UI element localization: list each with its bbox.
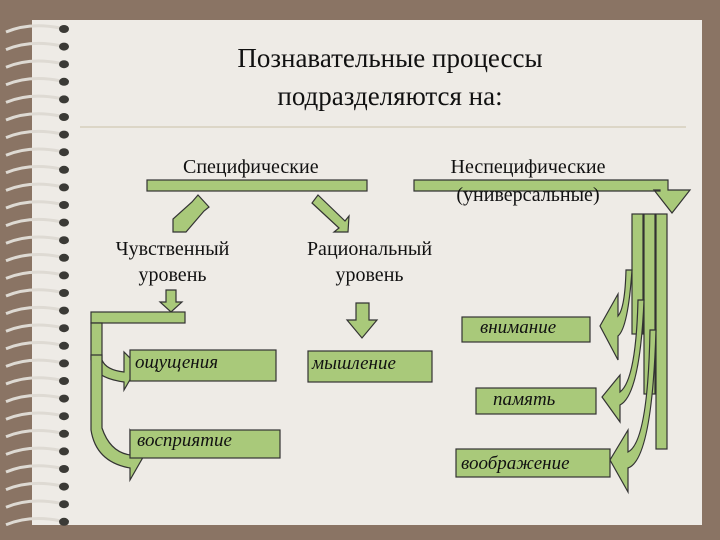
spiral-ring (5, 200, 61, 210)
spiral-ring (5, 217, 61, 227)
spiral-ring (5, 165, 61, 175)
label-universal: (универсальные) (456, 184, 600, 206)
sensory-small-arrow (158, 289, 184, 313)
spiral-ring (5, 182, 61, 192)
spiral-ring (5, 481, 61, 491)
perception-box (129, 429, 281, 459)
spiral-ring (5, 305, 61, 315)
spiral-hole (59, 201, 69, 209)
spiral-ring (5, 129, 61, 139)
spiral-hole (59, 236, 69, 245)
spiral-hole (59, 306, 69, 315)
label-nonspecific: Неспецифические (450, 156, 606, 178)
spiral-ring (5, 112, 61, 122)
spiral-hole (59, 77, 69, 86)
spiral-ring (5, 499, 61, 509)
spiral-hole (59, 324, 69, 333)
spiral-hole (59, 253, 69, 262)
spiral-hole (59, 289, 69, 297)
spiral-ring (5, 94, 61, 104)
spiral-binding (5, 24, 69, 527)
arrow-to-sensory (172, 194, 210, 233)
spiral-hole (59, 465, 69, 473)
spiral-ring (5, 517, 61, 527)
title-line-2: подразделяются на: (277, 81, 503, 111)
spiral-hole (59, 25, 69, 33)
label-perception: восприятие (137, 430, 232, 451)
spiral-ring (5, 253, 61, 263)
spiral-hole (59, 148, 69, 157)
spiral-hole (59, 183, 69, 192)
spiral-ring (5, 147, 61, 157)
spiral-hole (59, 60, 69, 69)
spiral-hole (59, 95, 69, 104)
spiral-hole (59, 447, 69, 456)
thinking-box (307, 350, 433, 383)
sensation-box (129, 349, 277, 382)
attention-box (461, 316, 591, 343)
spiral-hole (59, 271, 69, 280)
nonspecific-bar-3 (655, 213, 668, 450)
spiral-hole (59, 359, 69, 368)
spiral-ring (5, 41, 61, 51)
curve-arrow-attention (599, 269, 633, 361)
spiral-hole (59, 165, 69, 174)
label-specific: Специфические (183, 156, 319, 178)
spiral-hole (59, 218, 69, 227)
label-rational-line2: уровень (335, 264, 404, 286)
spiral-ring (5, 464, 61, 474)
spiral-ring (5, 341, 61, 351)
spiral-hole (59, 482, 69, 491)
label-thinking: мышление (312, 353, 396, 374)
label-sensory-line1: Чувственный (115, 238, 230, 260)
spiral-ring (5, 376, 61, 386)
spiral-hole (59, 341, 69, 350)
spiral-hole (59, 130, 69, 139)
arrow-to-rational (311, 194, 350, 233)
spiral-hole (59, 113, 69, 121)
spiral-hole (59, 517, 69, 526)
spiral-ring (5, 77, 61, 87)
spiral-ring (5, 59, 61, 69)
sensory-bar (90, 311, 186, 324)
spiral-ring (5, 393, 61, 403)
label-attention: внимание (480, 317, 557, 338)
spiral-hole (59, 500, 69, 509)
arrow-to-thinking (345, 302, 379, 339)
title-line-1: Познавательные процессы (237, 43, 543, 73)
label-sensation: ощущения (135, 352, 219, 373)
spiral-hole (59, 412, 69, 421)
spiral-ring (5, 270, 61, 280)
spiral-ring (5, 429, 61, 439)
spiral-ring (5, 446, 61, 456)
spiral-hole (59, 394, 69, 403)
curve-arrow-memory (601, 299, 645, 424)
spiral-ring (5, 323, 61, 333)
specific-bar (146, 179, 368, 192)
label-imagination: воображение (461, 453, 570, 474)
spiral-ring (5, 358, 61, 368)
spiral-ring (5, 235, 61, 245)
nonspecific-bar-arrow (413, 179, 692, 214)
label-sensory-line2: уровень (138, 264, 207, 286)
imagination-box (455, 448, 611, 478)
spiral-ring (5, 288, 61, 298)
spiral-hole (59, 42, 69, 51)
spiral-hole (59, 429, 69, 438)
memory-box (475, 387, 597, 415)
spiral-hole (59, 377, 69, 385)
spiral-ring (5, 411, 61, 421)
label-rational-line1: Рациональный (306, 238, 433, 260)
spiral-ring (5, 24, 61, 34)
label-memory: память (493, 389, 556, 410)
